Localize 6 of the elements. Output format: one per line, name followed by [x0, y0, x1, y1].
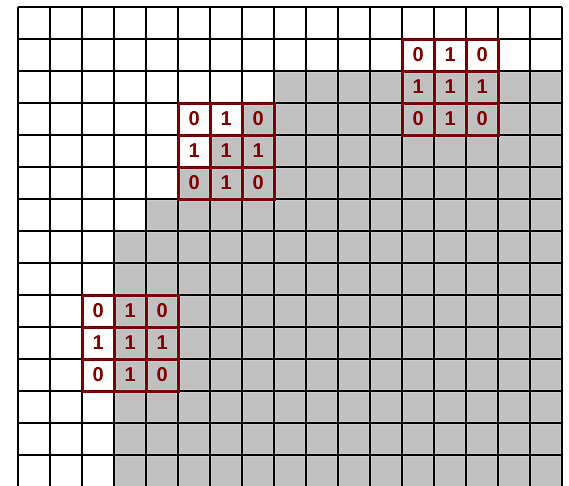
kernel-cell: 0	[80, 294, 116, 328]
structuring-element	[80, 294, 180, 392]
kernel-cell: 0	[176, 102, 212, 136]
structuring-element	[176, 102, 276, 200]
structuring-element	[400, 38, 500, 136]
kernel-cell: 0	[400, 38, 436, 72]
